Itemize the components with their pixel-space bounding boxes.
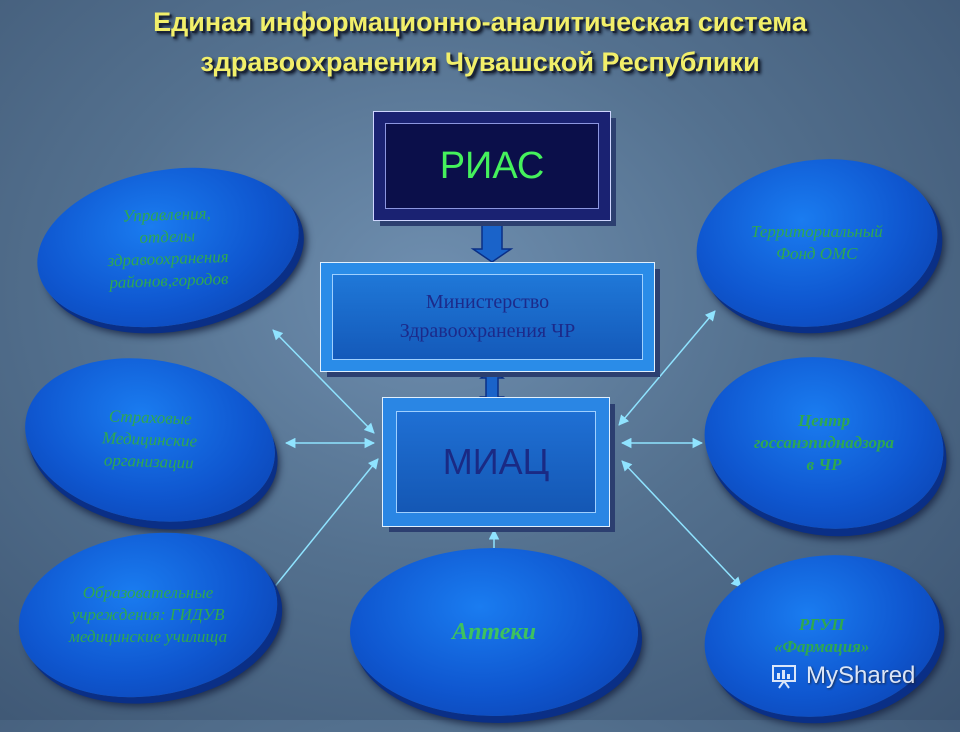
arrow-oms-fund bbox=[618, 310, 716, 426]
sanepid-center-line: Центр bbox=[798, 410, 850, 430]
watermark-text: MyShared bbox=[806, 662, 916, 689]
insurance-orgs-line: организации bbox=[104, 450, 195, 473]
oms-fund-line: Фонд ОМС bbox=[776, 244, 858, 264]
arrow-district-departments bbox=[272, 329, 375, 434]
rias-ministry-connector bbox=[470, 211, 514, 263]
sanepid-center-line: госсанэпиднадзора bbox=[753, 432, 895, 452]
arrow-pharmacia bbox=[621, 460, 742, 588]
rias-label: РИАС bbox=[439, 144, 545, 187]
educational-line: Образовательные bbox=[82, 583, 214, 602]
pharmacia-line: РГУП bbox=[799, 615, 845, 635]
oms-fund-line: Территориальный bbox=[751, 222, 883, 242]
educational-line: учреждения: ГИДУВ bbox=[71, 605, 225, 624]
sanepid-center-line: в ЧР bbox=[806, 454, 842, 474]
ministry-label-line-2: Здравоохранения ЧР bbox=[399, 320, 576, 342]
pharmacies-label: Аптеки bbox=[452, 619, 536, 645]
ministry-label-line-1: Министерство bbox=[425, 291, 550, 313]
educational-line: медицинские училища bbox=[68, 627, 228, 646]
arrow-educational bbox=[267, 458, 379, 596]
rias-box: РИАС bbox=[373, 111, 611, 221]
title-line-2: здравоохранения Чувашской Республики bbox=[200, 47, 760, 77]
title-line-1: Единая информационно-аналитическая систе… bbox=[153, 7, 807, 37]
diagram-title: Единая информационно-аналитическая систе… bbox=[0, 2, 960, 82]
presentation-icon bbox=[772, 665, 796, 689]
pharmacia-line: «Фармация» bbox=[774, 637, 870, 657]
miac-label: МИАЦ bbox=[442, 441, 550, 482]
miac-box: МИАЦ bbox=[382, 397, 610, 527]
ministry-box: Министерство Здравоохранения ЧР bbox=[320, 262, 655, 372]
district-departments-line: районов,городов bbox=[109, 268, 229, 292]
watermark: MyShared bbox=[770, 658, 915, 694]
ministry-miac-connector bbox=[479, 366, 505, 409]
pharmacies-node: Аптеки bbox=[350, 548, 638, 716]
